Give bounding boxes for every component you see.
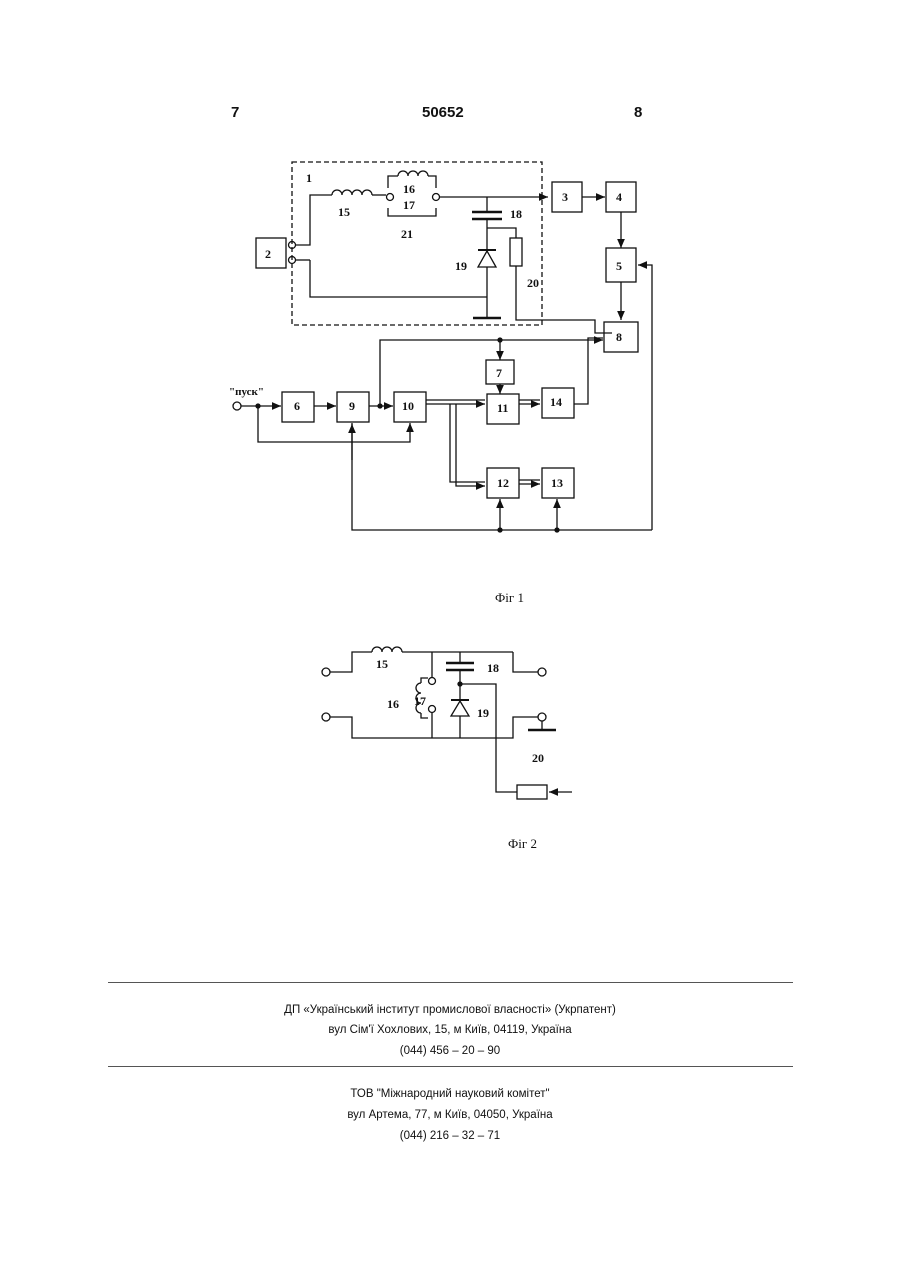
figure-1-caption: Фіг 1 <box>495 590 524 606</box>
org1-name: ДП «Український інститут промислової вла… <box>0 1004 900 1016</box>
label-block-1: 1 <box>306 171 312 185</box>
label-block-8: 8 <box>616 330 622 344</box>
label-comp-17: 17 <box>403 198 415 212</box>
label-block-4: 4 <box>616 190 622 204</box>
label-comp-20: 20 <box>527 276 539 290</box>
label-block-9: 9 <box>349 399 355 413</box>
fig2-label-18: 18 <box>487 661 499 675</box>
label-block-5: 5 <box>616 259 622 273</box>
figure-2-caption: Фіг 2 <box>508 836 537 852</box>
label-comp-16: 16 <box>403 182 415 196</box>
label-comp-19: 19 <box>455 259 467 273</box>
label-comp-15: 15 <box>338 205 350 219</box>
fig2-label-16: 16 <box>387 697 399 711</box>
fig2-label-17: 17 <box>414 694 426 708</box>
figure-2-diagram: 15 16 17 18 19 20 <box>0 620 900 840</box>
fig2-label-20: 20 <box>532 751 544 765</box>
org2-phone: (044) 216 – 32 – 71 <box>0 1130 900 1142</box>
block-2 <box>256 238 286 268</box>
org1-phone: (044) 456 – 20 – 90 <box>0 1045 900 1057</box>
org2-name: ТОВ "Міжнародний науковий комітет" <box>0 1088 900 1100</box>
label-block-7: 7 <box>496 366 502 380</box>
label-block-6: 6 <box>294 399 300 413</box>
footer-rule-middle <box>108 1066 793 1067</box>
figure-1-diagram: 2 1 3 4 5 8 6 9 10 7 11 14 12 13 15 16 1… <box>0 0 900 620</box>
fig2-label-19: 19 <box>477 706 489 720</box>
label-block-14: 14 <box>550 395 562 409</box>
label-block-2: 2 <box>265 247 271 261</box>
label-comp-21: 21 <box>401 227 413 241</box>
label-block-11: 11 <box>497 401 508 415</box>
org1-address: вул Сім'ї Хохлових, 15, м Київ, 04119, У… <box>0 1024 900 1036</box>
org2-address: вул Артема, 77, м Київ, 04050, Україна <box>0 1109 900 1121</box>
label-block-3: 3 <box>562 190 568 204</box>
fig2-label-15: 15 <box>376 657 388 671</box>
label-block-12: 12 <box>497 476 509 490</box>
label-comp-18: 18 <box>510 207 522 221</box>
footer-rule-top <box>108 982 793 983</box>
label-block-13: 13 <box>551 476 563 490</box>
start-label: "пуск" <box>229 386 264 398</box>
label-block-10: 10 <box>402 399 414 413</box>
